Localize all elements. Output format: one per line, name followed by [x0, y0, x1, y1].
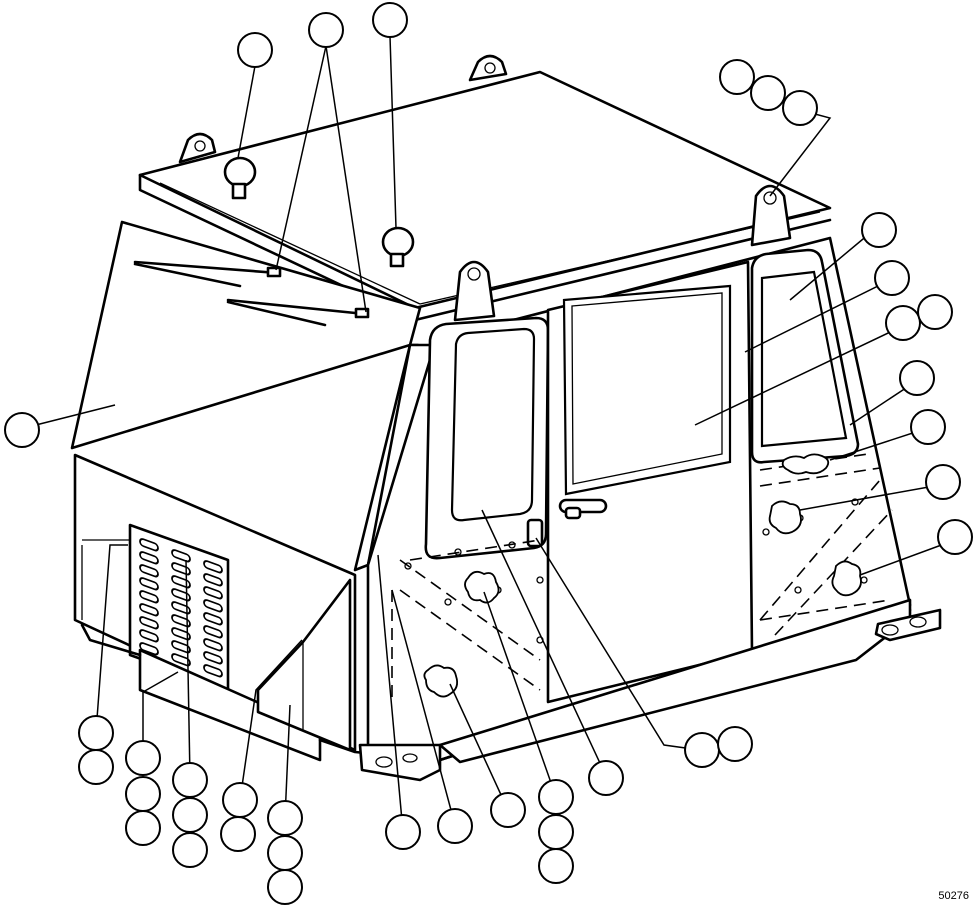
- louver-slot: [139, 603, 159, 617]
- callout-balloon: [172, 797, 208, 833]
- callout-balloon: [172, 832, 208, 868]
- beacon-light-right: [381, 226, 415, 268]
- callout-balloon: [874, 260, 910, 296]
- lifting-eye-door: [453, 260, 496, 322]
- callout-balloon: [237, 32, 273, 68]
- callout-balloon: [925, 464, 961, 500]
- louver-slot: [171, 549, 191, 563]
- side-access-cover: [256, 578, 352, 752]
- wiper-arm-upper: [133, 260, 282, 288]
- louver-slot: [203, 573, 223, 587]
- callout-balloon: [717, 726, 753, 762]
- callout-balloon: [750, 75, 786, 111]
- louver-slot: [203, 560, 223, 574]
- louver-slot: [171, 575, 191, 589]
- louver-slot: [139, 616, 159, 630]
- insulation-patches: [423, 453, 862, 698]
- callout-balloon: [267, 835, 303, 871]
- lifting-eye-left: [178, 132, 217, 164]
- door-handle: [558, 498, 608, 520]
- louver-slot: [203, 586, 223, 600]
- louver-slot: [139, 629, 159, 643]
- louver-slot: [203, 651, 223, 665]
- callout-balloon: [267, 800, 303, 836]
- callout-balloon: [588, 760, 624, 796]
- panel-stiffeners: [391, 453, 893, 700]
- figure-code-label: 50276: [938, 890, 969, 902]
- wiper-arm-lower: [226, 298, 370, 327]
- beacon-light-left: [223, 156, 257, 200]
- louver-slot: [203, 638, 223, 652]
- callout-balloon: [719, 59, 755, 95]
- callout-balloon: [861, 212, 897, 248]
- callout-balloon: [490, 792, 526, 828]
- callout-balloon: [220, 816, 256, 852]
- side-window-front: [424, 316, 550, 560]
- callout-balloon: [267, 869, 303, 905]
- callout-balloon: [885, 305, 921, 341]
- lifting-eye-right: [750, 184, 792, 247]
- cab-base-frame: [318, 598, 912, 782]
- louver-slot: [203, 612, 223, 626]
- callout-balloon: [78, 715, 114, 751]
- callout-balloon: [684, 732, 720, 768]
- louver-slot: [139, 538, 159, 552]
- vent-louvers: [139, 538, 223, 678]
- callout-balloon: [385, 814, 421, 850]
- louver-slot: [139, 564, 159, 578]
- louver-slot: [139, 590, 159, 604]
- callout-balloon: [899, 360, 935, 396]
- callout-balloon: [125, 810, 161, 846]
- louver-slot: [171, 640, 191, 654]
- callout-balloon: [917, 294, 953, 330]
- mounting-foot-front: [375, 753, 418, 768]
- side-window-rear: [750, 248, 860, 464]
- louver-slot: [203, 599, 223, 613]
- callout-balloon: [910, 409, 946, 445]
- louver-slot: [139, 551, 159, 565]
- callout-balloon: [782, 90, 818, 126]
- louver-slot: [139, 642, 159, 656]
- callout-balloon: [125, 740, 161, 776]
- louver-slot: [171, 601, 191, 615]
- callout-balloon: [437, 808, 473, 844]
- callout-balloon: [308, 12, 344, 48]
- louver-slot: [171, 588, 191, 602]
- louver-slot: [139, 577, 159, 591]
- louver-slot: [171, 614, 191, 628]
- callout-balloon: [538, 814, 574, 850]
- louver-slot: [203, 625, 223, 639]
- callout-balloon: [125, 776, 161, 812]
- callout-balloon: [78, 749, 114, 785]
- callout-balloon: [538, 848, 574, 884]
- lifting-eye-rear: [468, 54, 508, 82]
- door-latch: [526, 518, 544, 548]
- callout-balloon: [538, 779, 574, 815]
- callout-balloon: [372, 2, 408, 38]
- louver-slot: [171, 627, 191, 641]
- callout-balloon: [172, 762, 208, 798]
- louver-slot: [203, 664, 223, 678]
- louver-slot: [171, 653, 191, 667]
- callout-balloon: [937, 519, 973, 555]
- callout-balloon: [4, 412, 40, 448]
- mounting-foot-rear: [874, 608, 942, 642]
- callout-balloons: [4, 2, 973, 905]
- cab-door: [546, 260, 754, 704]
- callout-balloon: [222, 782, 258, 818]
